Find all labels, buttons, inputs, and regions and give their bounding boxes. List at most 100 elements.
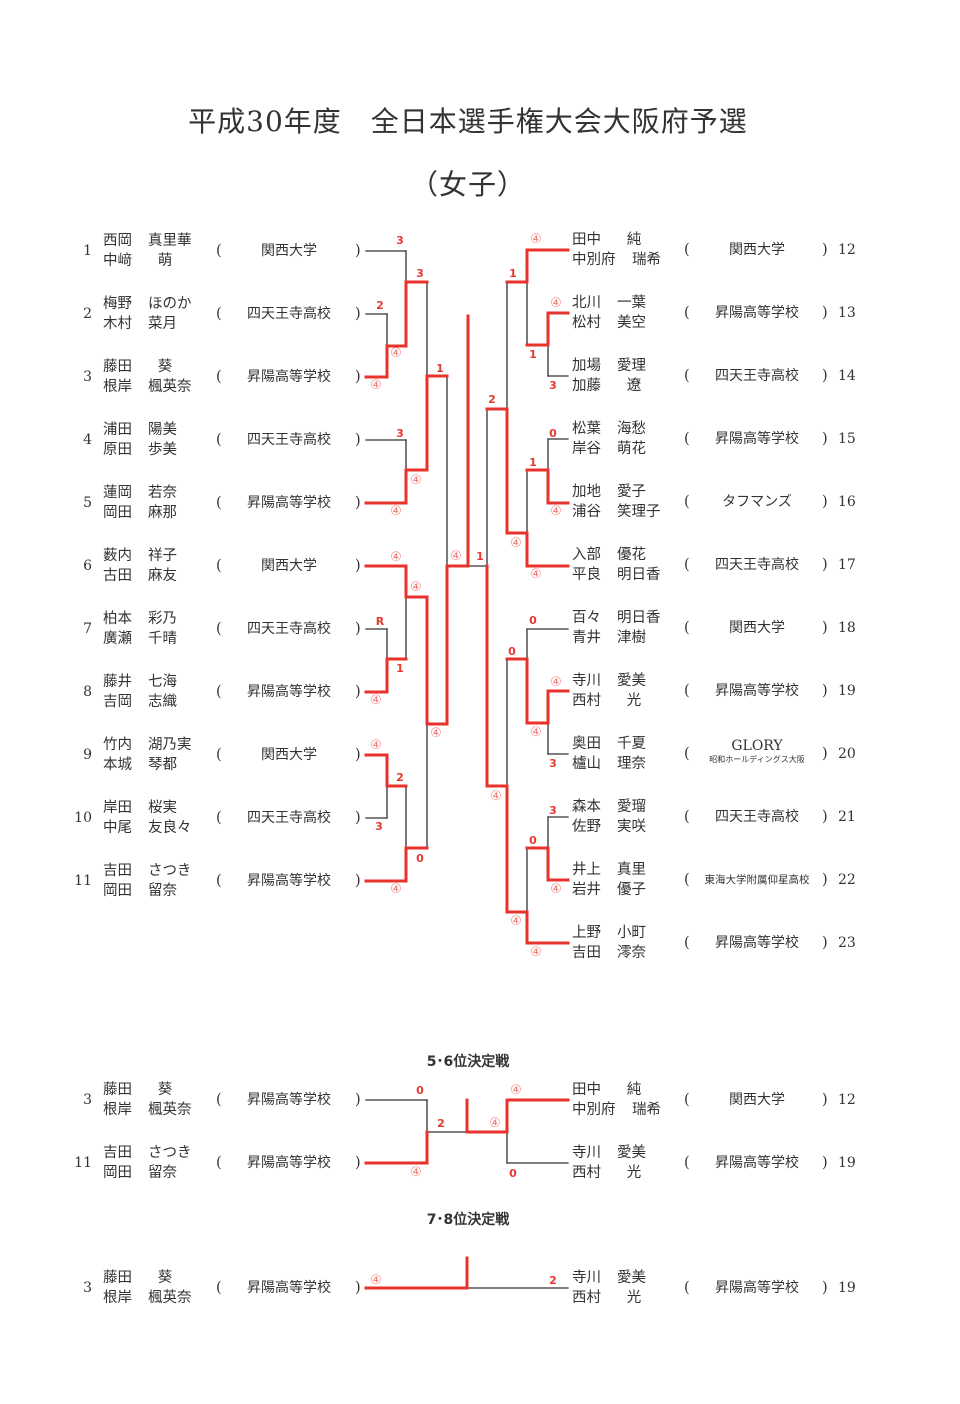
player-name: 寺川愛美 [572,671,669,691]
player-name: 西村光 [572,691,669,711]
paren-open: ( [684,809,690,825]
school-name: 昇陽高等学校 [715,935,799,951]
given-name: 瑞希 [632,1102,661,1118]
player-name: 加場愛理 [572,356,669,376]
match-score: 3 [549,757,557,770]
seed-number: 11 [74,873,92,889]
player-name: 梅野ほのか [103,294,200,314]
seed-number: 19 [838,1280,856,1296]
family-name: 浦田 [103,422,132,438]
given-name: さつき [148,1145,192,1161]
given-name: 菜月 [148,316,177,332]
paren-open: ( [216,873,222,889]
family-name: 西村 [572,1165,601,1181]
match-score: ④ [410,473,422,488]
player-name: 竹内湖乃実 [103,735,200,755]
player-name: 浦谷笑理子 [572,502,669,522]
given-name: 純 [626,232,642,248]
player-name: 平良明日香 [572,565,669,585]
paren-open: ( [684,1155,690,1171]
given-name: 光 [626,1165,642,1181]
school-name: タフマンズ [722,494,792,510]
player-names: 入部優花平良明日香 [572,545,669,585]
seed-number: 1 [83,243,92,259]
given-name: 祥子 [148,548,177,564]
match-score: ④ [550,296,562,311]
family-name: 松葉 [572,421,601,437]
paren-open: ( [216,558,222,574]
paren-open: ( [684,242,690,258]
seed-number: 12 [838,1092,856,1108]
school-main: GLORY [731,738,783,754]
player-name: 中別府瑞希 [572,250,684,270]
match-score: ④ [530,945,542,960]
school-name: 四天王寺高校 [715,809,799,825]
match-score: 1 [509,267,517,280]
given-name: 明日香 [617,567,661,583]
seed-number: 13 [838,305,856,321]
family-name: 西村 [572,1290,601,1306]
paren-close: ) [355,621,361,637]
family-name: 根岸 [103,1102,132,1118]
seed-number: 8 [83,684,92,700]
player-name: 田中 純 [572,230,684,250]
given-name: 七海 [148,674,177,690]
given-name: 理奈 [617,756,646,772]
family-name: 古田 [103,568,132,584]
match-score: 1 [529,456,537,469]
given-name: 優花 [617,547,646,563]
seed-number: 14 [838,368,856,384]
match-score: ④ [410,1165,422,1180]
family-name: 竹内 [103,737,132,753]
seed-number: 16 [838,494,856,510]
match-score: ④ [489,1116,501,1131]
family-name: 西村 [572,693,601,709]
match-score: ④ [370,738,382,753]
given-name: 愛理 [617,358,646,374]
family-name: 中別府 [572,252,616,268]
paren-open: ( [216,1092,222,1108]
player-name: 木村菜月 [103,314,200,334]
match-score: 2 [376,299,384,312]
player-name: 吉田さつき [103,1143,200,1163]
player-name: 根岸楓英奈 [103,1288,200,1308]
player-names: 寺川愛美西村光 [572,671,669,711]
family-name: 岸谷 [572,441,601,457]
family-name: 薮内 [103,548,132,564]
paren-close: ) [822,1092,828,1108]
player-names: 藤田葵根岸楓英奈 [103,1268,200,1308]
paren-open: ( [684,746,690,762]
player-name: 原田歩美 [103,440,200,460]
player-name: 井上真里 [572,860,669,880]
placement-56-title: 5･6位決定戦 [426,1054,510,1070]
seed-number: 3 [83,369,92,385]
seed-number: 21 [838,809,856,825]
school-name: 四天王寺高校 [247,810,331,826]
seed-number: 2 [83,306,92,322]
given-name: 湖乃実 [148,737,192,753]
given-name: 葵 [157,359,173,375]
given-name: ほのか [148,296,192,312]
match-score: 0 [416,852,424,865]
given-name: 実咲 [617,819,646,835]
player-name: 寺川愛美 [572,1268,669,1288]
school-sub: 昭和ホールディングス大阪 [709,755,805,764]
family-name: 加地 [572,484,601,500]
family-name: 田中 [572,232,601,248]
given-name: 小町 [617,925,646,941]
paren-close: ) [355,558,361,574]
seed-number: 18 [838,620,856,636]
player-names: 森本愛瑠佐野実咲 [572,797,669,837]
player-name: 根岸楓英奈 [103,1100,200,1120]
match-score: ④ [370,1273,382,1288]
family-name: 根岸 [103,379,132,395]
family-name: 加場 [572,358,601,374]
